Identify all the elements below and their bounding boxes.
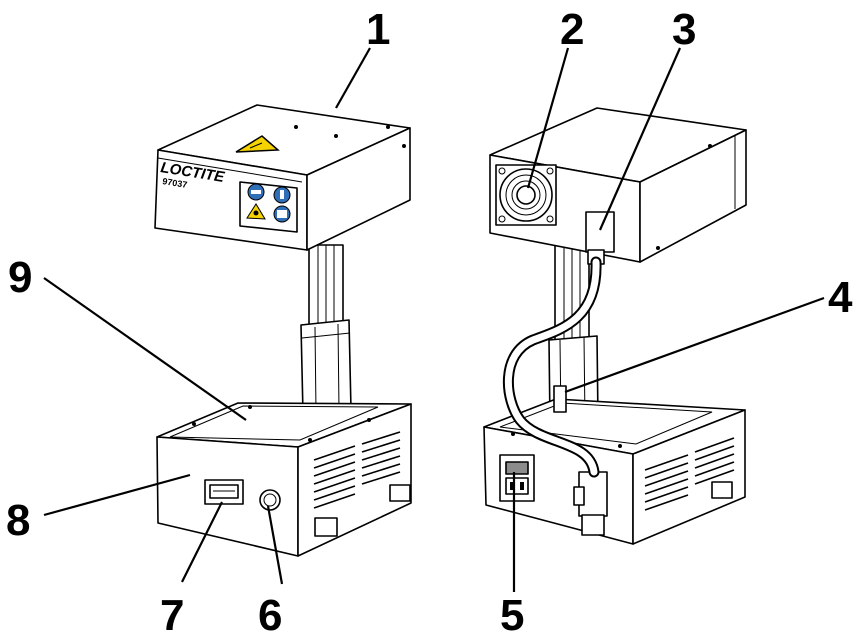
callout-5: 5	[500, 591, 524, 637]
callout-3: 3	[672, 5, 696, 54]
eye-protection-icon	[247, 183, 265, 201]
leader-lines	[43, 47, 825, 592]
front-base-housing	[156, 402, 412, 557]
cable-plug-connector[interactable]	[573, 471, 608, 536]
model-number: 97037	[162, 176, 188, 190]
base-foot	[314, 517, 338, 537]
power-switch[interactable]	[259, 489, 281, 511]
power-cable	[502, 256, 602, 478]
front-column	[300, 244, 352, 415]
power-inlet-socket[interactable]	[499, 454, 535, 502]
callout-7: 7	[160, 591, 184, 637]
callout-6: 6	[258, 591, 282, 637]
callout-numbers: 1 2 3 4 5 6 7 8 9	[6, 5, 853, 637]
callout-2: 2	[560, 5, 584, 54]
hour-meter-display	[204, 479, 244, 505]
safety-icons-panel	[239, 181, 298, 233]
uv-warning-triangle-icon	[235, 135, 280, 153]
hand-protection-icon	[273, 186, 291, 204]
front-lamp-head: LOCTITE 97037	[154, 104, 411, 251]
callout-4: 4	[828, 273, 853, 322]
base-foot	[389, 484, 411, 502]
cooling-fan	[495, 164, 557, 226]
callout-8: 8	[6, 496, 30, 545]
callout-9: 9	[8, 253, 32, 302]
read-manual-icon	[273, 205, 291, 223]
rear-lamp-head	[489, 107, 747, 265]
base-foot	[711, 481, 733, 499]
base-vent-slots	[313, 431, 401, 509]
front-view-unit: LOCTITE 97037	[154, 104, 412, 557]
cable-clip	[553, 385, 567, 413]
rear-view-unit	[483, 107, 747, 545]
uv-hazard-icon	[246, 203, 266, 220]
rear-vent-slots	[644, 437, 735, 511]
callout-1: 1	[366, 5, 390, 54]
rear-base-housing	[483, 385, 746, 545]
